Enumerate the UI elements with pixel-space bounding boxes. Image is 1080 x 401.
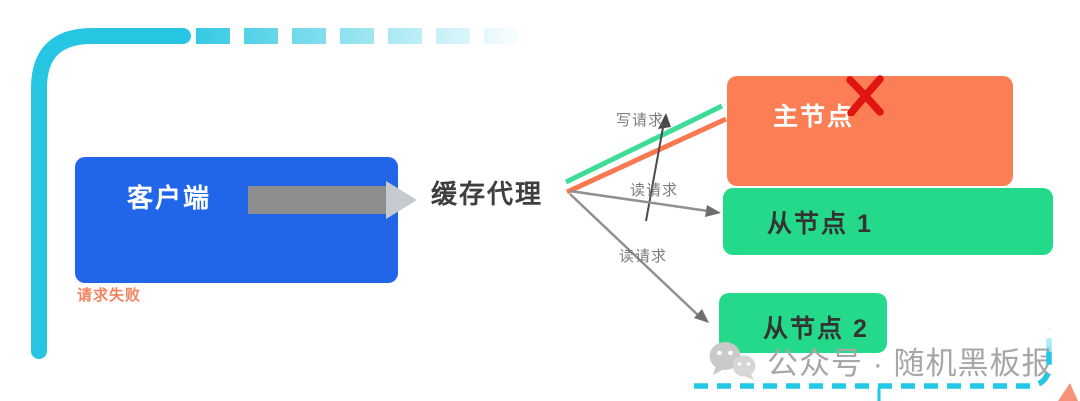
client-note: 请求失败 xyxy=(77,287,142,304)
edge-label-write-request: 写请求 xyxy=(616,112,665,129)
wechat-icon xyxy=(709,342,756,380)
corner-arrow-fragment xyxy=(1058,383,1078,401)
edge-label-read-request-2: 读请求 xyxy=(619,248,668,265)
slave2-node: 从节点 2 xyxy=(719,293,887,353)
client-label: 客户端 xyxy=(127,183,212,213)
proxy-label: 缓存代理 xyxy=(431,179,544,209)
slave1-node: 从节点 1 xyxy=(723,188,1053,255)
edge-proxy-slave2-arrowhead xyxy=(694,309,709,323)
master-label: 主节点 xyxy=(773,103,855,131)
watermark: 公众号 · 随机黑板报 xyxy=(708,338,1054,382)
edge-label-read-request-1: 读请求 xyxy=(630,182,679,199)
client-node: 客户端 xyxy=(75,157,398,283)
slave1-label: 从节点 1 xyxy=(767,210,873,238)
edge-promote-line xyxy=(645,121,665,222)
failure-x-icon xyxy=(846,75,884,116)
watermark-text: 公众号 · 随机黑板报 xyxy=(767,345,1054,381)
slave2-label: 从节点 2 xyxy=(763,315,869,343)
edge-proxy-slave1-arrowhead xyxy=(705,205,721,217)
master-node: 主节点 xyxy=(727,76,1013,186)
